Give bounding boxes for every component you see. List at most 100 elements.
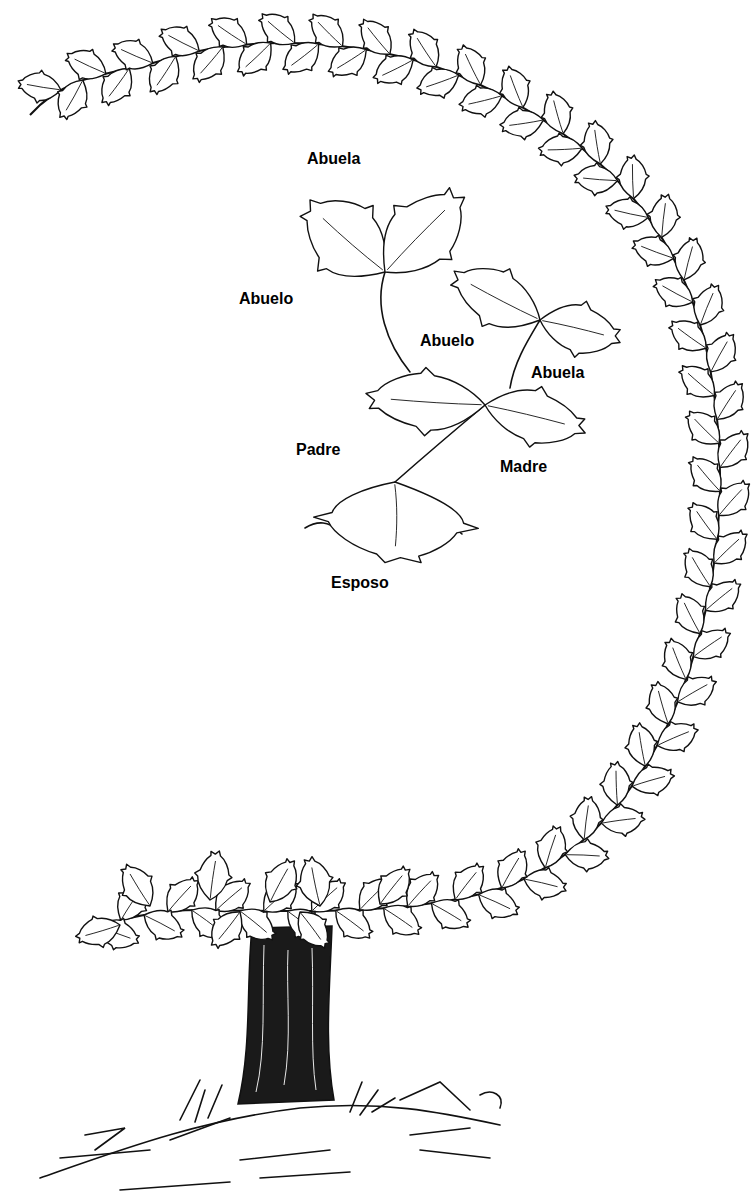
leaf-vein [426,76,458,87]
leaf-outline [533,291,628,368]
leaf-vein [480,894,510,910]
grass-stroke [480,1092,501,1108]
leaf-vein [145,915,174,932]
vine-leaves [15,3,755,958]
vine-leaf [367,858,422,914]
leaf-vein [312,867,320,905]
leaf-label: Padre [294,441,342,459]
leaf-vein [27,83,60,91]
leaf-vein [209,861,217,899]
leaf-outline [72,910,125,954]
leaf-outline [644,192,683,240]
leaf-vein [241,911,267,934]
vine-stem [30,43,720,932]
vine-leaf [47,72,98,126]
leaf-vein [658,732,689,745]
leaf-vein [382,60,413,75]
vine-leaf [567,794,607,842]
leaf-vein [658,691,667,723]
family-leaf [310,475,481,570]
vine-leaf [15,66,64,107]
grass-stroke [240,1150,350,1178]
leaf-label: Abuelo [237,290,295,308]
vine-leaf [684,618,739,669]
grass-stroke [85,1128,125,1150]
stem [381,272,410,372]
family-leaf [477,374,593,460]
vine-leaf [616,155,649,199]
vine-leaf [600,801,647,838]
leaf-vein [108,69,129,96]
leaf-vein [684,602,699,633]
trunk-texture [256,945,316,1092]
leaf-vein [323,216,383,272]
leaf-vein [662,285,691,303]
vine-leaf [287,902,339,957]
trunk [238,926,334,1104]
leaf-outline [498,105,545,143]
leaf-vein [719,489,743,514]
leaf-vein [641,245,672,259]
bark-line [312,948,316,1090]
vine-leaf [654,633,700,685]
leaf-vein [697,511,717,539]
vine-leaf [667,233,711,284]
leaf-vein [633,776,665,785]
family-leaves [278,166,628,570]
leaf-outline [646,267,700,318]
leaf-vein [717,390,737,418]
leaf-vein [694,637,723,656]
leaf-vein [270,869,289,901]
vine-leaf [578,119,616,167]
leaf-vein [465,54,480,85]
vine-leaf [456,81,506,122]
vine-leaf [564,837,610,873]
leaf-vein [583,805,589,838]
vine-leaf [626,227,679,274]
leaf-vein [509,120,542,125]
vine-leaf [646,267,700,318]
vine-leaf [498,105,545,143]
leaf-vein [501,858,519,887]
leaf-vein [720,440,742,467]
vine-leaf [191,847,237,903]
leaf-label: Madre [498,458,549,476]
leaf-outline [363,362,488,440]
leaf-vein [595,130,600,163]
label-slot: Abuelo [418,332,476,350]
leaf-vein [706,588,733,609]
leaf-vein [471,282,538,320]
leaf-vein [385,908,413,928]
leaf-vein [510,75,522,107]
vine-leaf [536,87,579,137]
leaf-vein [683,247,694,279]
leaf-vein [548,148,581,150]
leaf-vein [75,58,105,74]
leaf-vein [433,903,462,922]
leaf-outline [447,39,495,92]
leaf-vein [218,24,246,44]
leaf-vein [337,910,364,932]
grass-stroke [60,1150,150,1158]
label-slot: Esposo [329,574,391,592]
leaf-vein [700,293,715,324]
leaf-vein [583,177,616,182]
leaf-vein [130,873,149,905]
leaf-vein [385,210,447,270]
leaf-outline [667,233,711,284]
vine-leaf [399,21,450,75]
leaf-vein [678,327,705,348]
vine-leaf [640,678,683,729]
leaf-vein [468,96,501,104]
leaf-vein [85,925,119,935]
leaf-outline [200,902,253,957]
leaf-vein [488,404,565,427]
leaf-outline [47,72,98,126]
vine-leaf [412,60,464,105]
leaf-vein [525,878,557,888]
leaf-vein [291,45,319,65]
leaf-outline [15,66,64,107]
leaf-vein [616,771,617,804]
leaf-vein [245,44,271,67]
